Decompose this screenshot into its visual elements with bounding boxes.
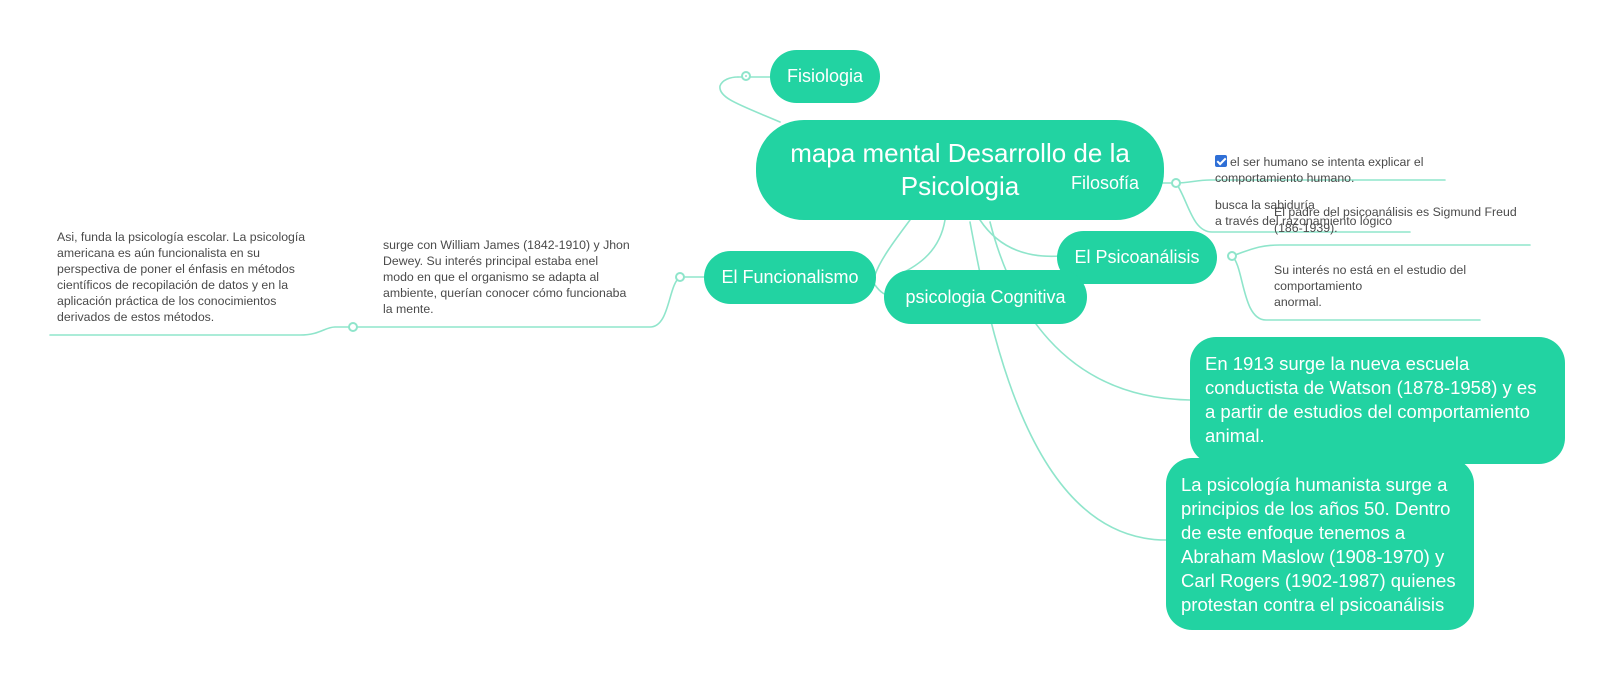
link-root-conductista: [989, 221, 1191, 401]
note-filosofia-1-text: el ser humano se intenta explicar el com…: [1215, 155, 1424, 185]
link-psicoanalisis-note1: [1231, 244, 1531, 257]
topic-psicoanalisis[interactable]: El Psicoanálisis: [1057, 231, 1217, 284]
topic-fisiologia[interactable]: Fisiologia: [770, 50, 880, 103]
note-filosofia-2: busca la sabiduría a través del razonami…: [1215, 198, 1393, 228]
topic-filosofia[interactable]: Filosofía: [1055, 163, 1155, 203]
psicoanalisis-connector[interactable]: [1227, 251, 1237, 261]
topic-funcionalismo-label: El Funcionalismo: [721, 267, 859, 287]
topic-psicoanalisis-label: El Psicoanálisis: [1074, 247, 1200, 267]
note-funcionalismo-2: Asi, funda la psicología escolar. La psi…: [57, 230, 306, 324]
funcionalismo-note-connector[interactable]: [348, 322, 358, 332]
topic-filosofia-label: Filosofía: [1070, 172, 1140, 193]
topic-funcionalismo[interactable]: El Funcionalismo: [704, 251, 876, 304]
link-funcionalismo-note2: [49, 326, 356, 336]
note-psicoanalisis-2: Su interés no está en el estudio del com…: [1274, 263, 1467, 309]
checkbox-checked-icon[interactable]: [1215, 155, 1227, 167]
topic-cognitiva[interactable]: psicologia Cognitiva: [884, 270, 1087, 324]
note-funcionalismo-1: surge con William James (1842-1910) y Jh…: [383, 238, 630, 316]
link-filosofia-note2: [1175, 182, 1411, 233]
fisiologia-connector[interactable]: [741, 71, 751, 81]
link-root-cognitiva: [897, 219, 946, 276]
topic-humanista-label: La psicología humanista surge a principi…: [1181, 474, 1456, 615]
root-title: mapa mental Desarrollo de la Psicologia: [790, 138, 1130, 201]
link-root-psicoanalisis: [979, 219, 1061, 258]
link-root-funcionalismo: [874, 219, 911, 276]
topic-humanista[interactable]: La psicología humanista surge a principi…: [1166, 458, 1474, 630]
root-topic[interactable]: mapa mental Desarrollo de la Psicologia: [756, 120, 1164, 220]
note-psicoanalisis-1: El padre del psicoanálisis es Sigmund Fr…: [1274, 205, 1517, 235]
topic-fisiologia-label: Fisiologia: [786, 66, 864, 86]
link-psicoanalisis-note2: [1231, 255, 1481, 321]
filosofia-connector[interactable]: [1171, 178, 1181, 188]
note-filosofia-1: el ser humano se intenta explicar el com…: [1215, 138, 1455, 186]
link-root-fisiologia: [719, 76, 781, 123]
topic-conductista-label: En 1913 surge la nueva escuela conductis…: [1205, 353, 1537, 446]
funcionalismo-connector[interactable]: [675, 272, 685, 282]
topic-cognitiva-label: psicologia Cognitiva: [905, 286, 1066, 307]
topic-conductista[interactable]: En 1913 surge la nueva escuela conductis…: [1190, 337, 1565, 464]
